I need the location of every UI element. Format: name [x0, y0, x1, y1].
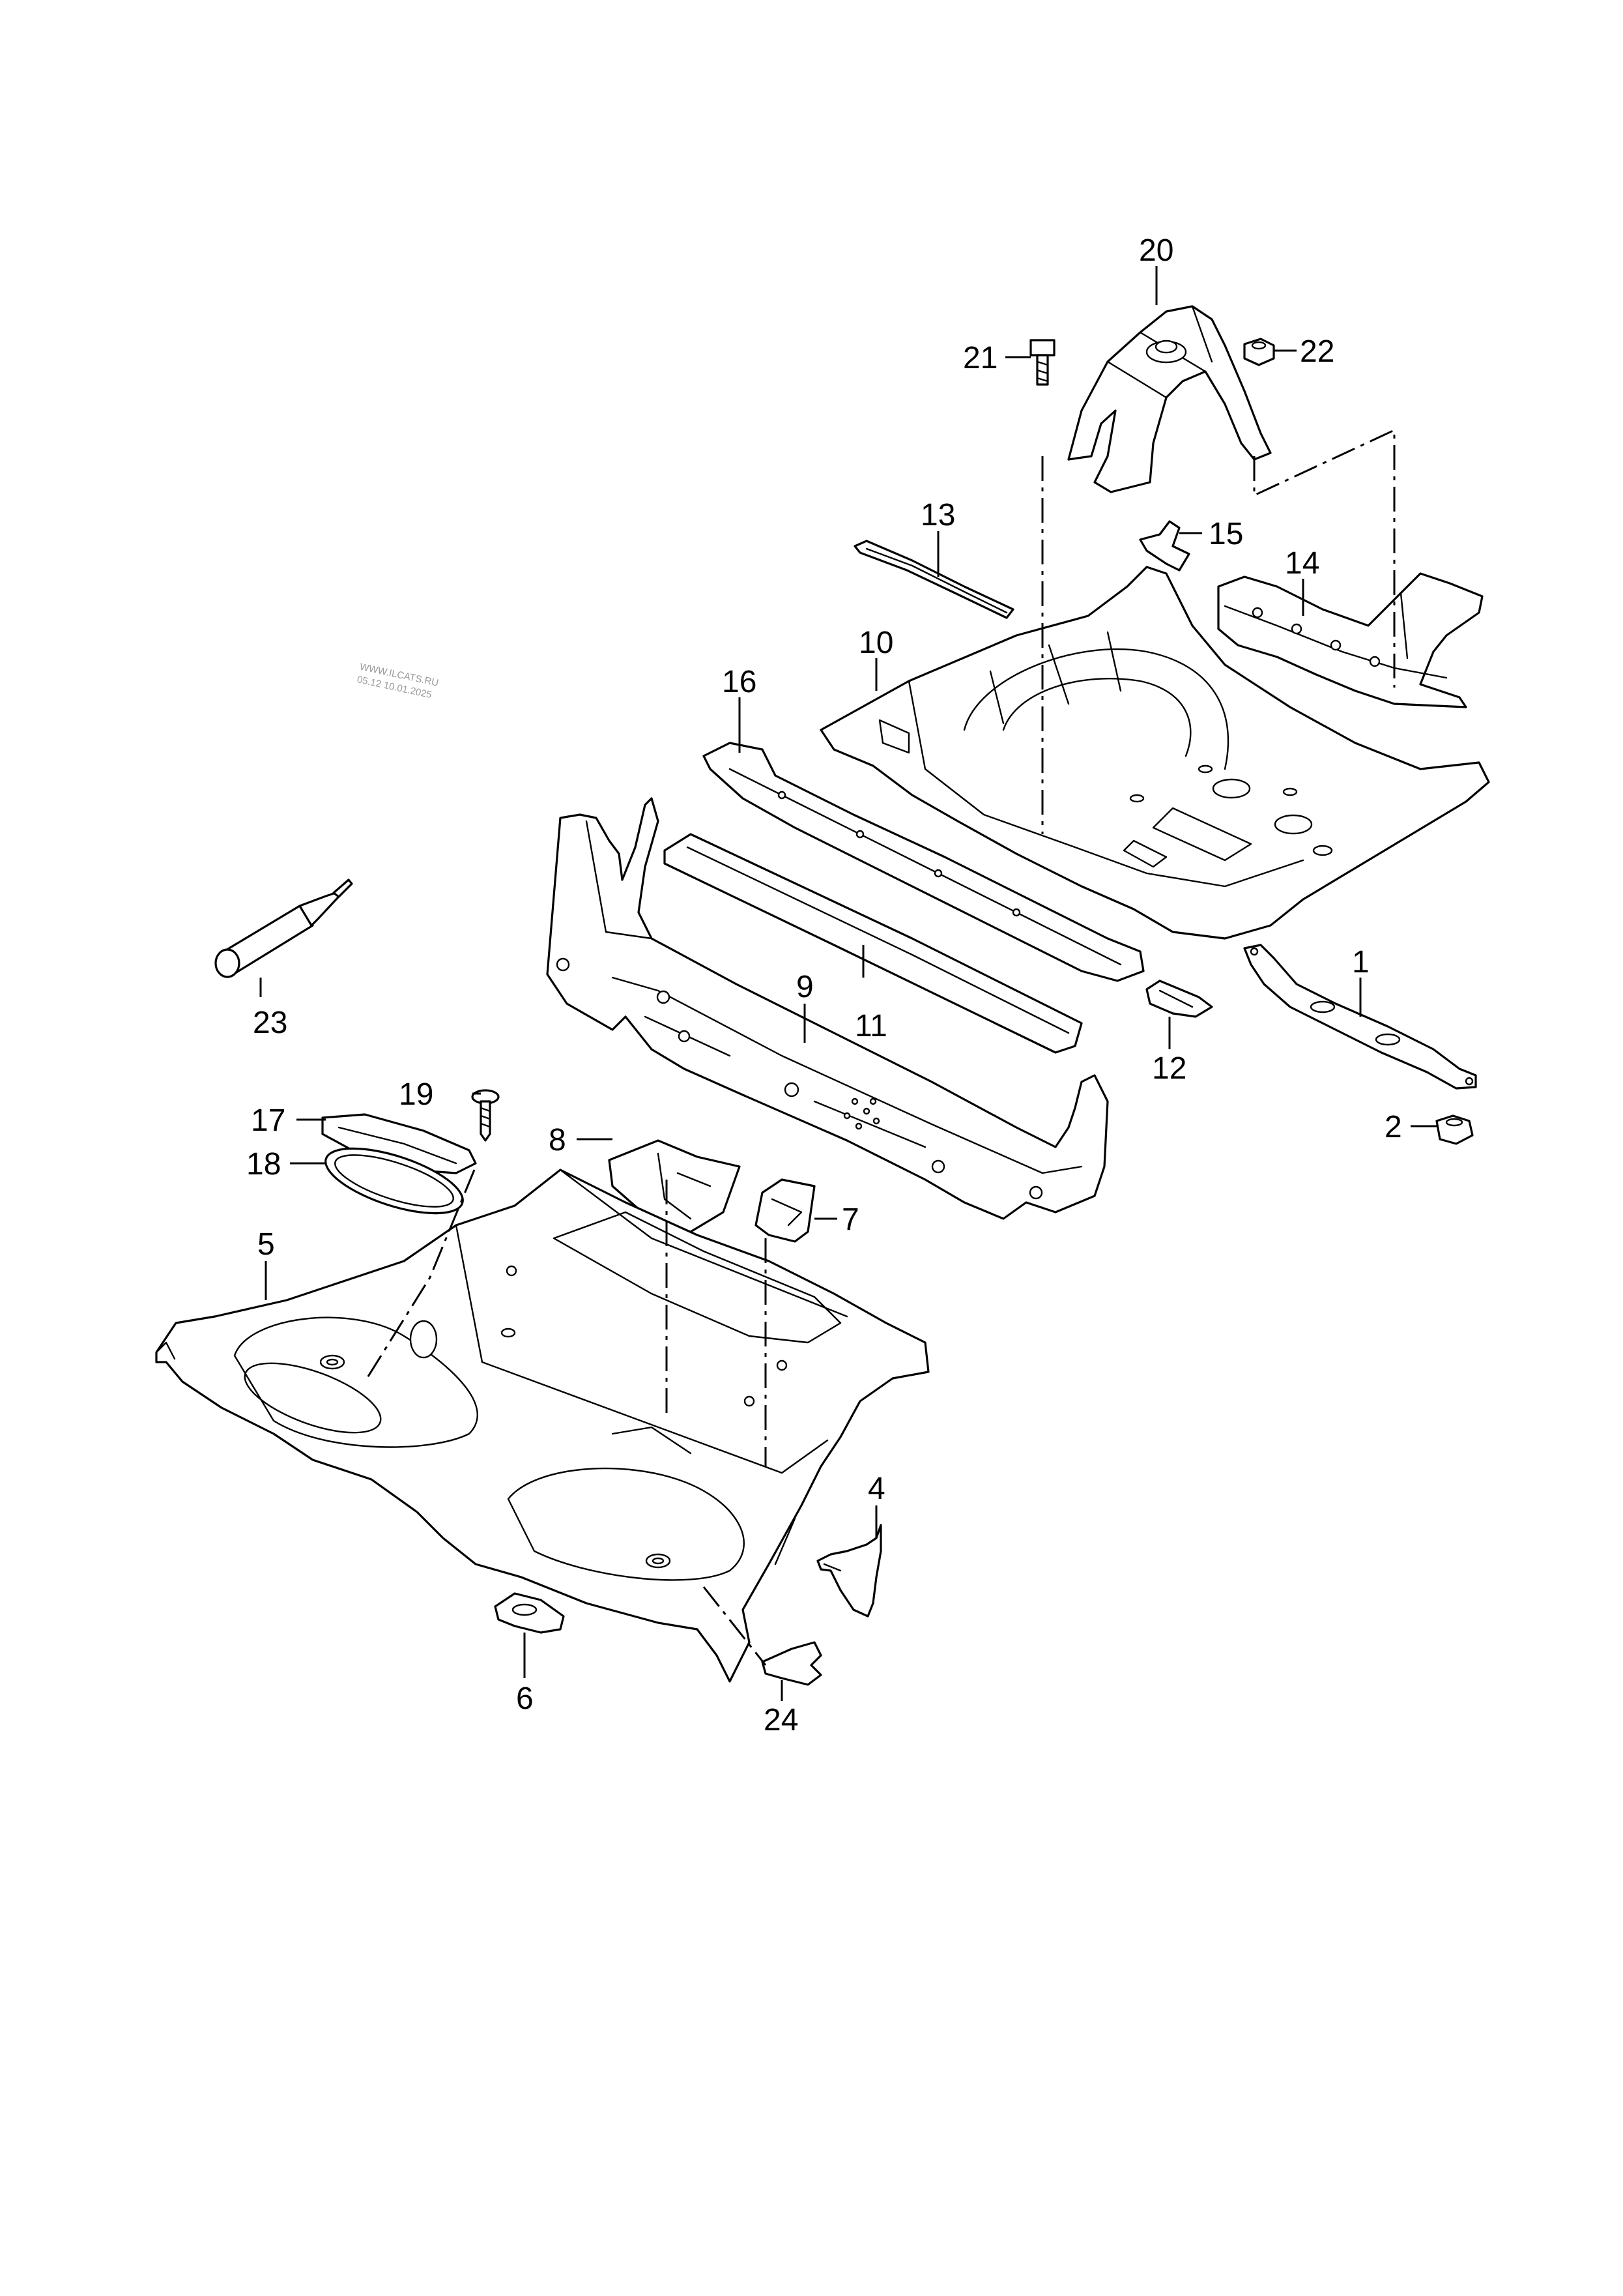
- part-19-screw[interactable]: [471, 1089, 500, 1142]
- part-23-sealant-tube[interactable]: [214, 879, 353, 978]
- callout-7[interactable]: 7: [842, 1202, 859, 1237]
- callout-21[interactable]: 21: [963, 341, 998, 375]
- part-18-seal-ring[interactable]: [319, 1135, 470, 1227]
- part-14-cross-member[interactable]: [1217, 572, 1484, 708]
- part-21-bolt[interactable]: [1029, 339, 1056, 386]
- callout-1[interactable]: 1: [1352, 945, 1370, 980]
- part-13-strip[interactable]: [854, 540, 1014, 619]
- callout-23[interactable]: 23: [253, 1006, 287, 1040]
- callout-5[interactable]: 5: [257, 1227, 275, 1262]
- callout-13[interactable]: 13: [921, 498, 955, 532]
- callout-20[interactable]: 20: [1139, 233, 1173, 268]
- callout-8[interactable]: 8: [549, 1123, 566, 1157]
- part-17-cover-plate[interactable]: [321, 1113, 477, 1174]
- callout-17[interactable]: 17: [251, 1103, 285, 1138]
- callout-2[interactable]: 2: [1385, 1110, 1402, 1144]
- callout-12[interactable]: 12: [1152, 1051, 1186, 1086]
- callout-labels: 20 21 22 13 15 14 10 16 11 9 1 12 2 23 1…: [246, 233, 1402, 1737]
- part-16-reinforcement[interactable]: [702, 742, 1145, 982]
- part-6-bracket[interactable]: [494, 1592, 565, 1634]
- assembly-line: [364, 1169, 476, 1382]
- part-9-rear-panel[interactable]: [546, 797, 1109, 1220]
- assembly-line: [1253, 428, 1396, 688]
- assembly-lines: [364, 428, 1396, 1666]
- callout-14[interactable]: 14: [1285, 546, 1319, 581]
- part-20-bracket[interactable]: [1067, 305, 1272, 493]
- part-5-floor-pan[interactable]: [155, 1169, 930, 1683]
- part-15-clip[interactable]: [1139, 520, 1190, 572]
- part-4-bracket[interactable]: [816, 1524, 882, 1618]
- callout-22[interactable]: 22: [1300, 334, 1334, 369]
- leader-lines: [259, 266, 1437, 1701]
- part-12-bracket[interactable]: [1145, 980, 1213, 1018]
- callout-9[interactable]: 9: [796, 970, 814, 1004]
- part-10-rear-floor-pan[interactable]: [820, 566, 1490, 940]
- callout-6[interactable]: 6: [516, 1681, 534, 1716]
- callout-19[interactable]: 19: [399, 1077, 433, 1112]
- part-2-nut[interactable]: [1435, 1114, 1474, 1145]
- watermark: WWW.ILCATS.RU 05.12 10.01.2025: [356, 661, 439, 701]
- callout-4[interactable]: 4: [868, 1472, 885, 1506]
- callout-18[interactable]: 18: [246, 1147, 281, 1182]
- callout-15[interactable]: 15: [1209, 517, 1243, 551]
- callout-10[interactable]: 10: [859, 626, 893, 660]
- part-11-panel[interactable]: [663, 833, 1083, 1054]
- callout-11[interactable]: 11: [855, 1009, 887, 1043]
- callout-24[interactable]: 24: [764, 1703, 798, 1737]
- part-22-nut[interactable]: [1243, 338, 1275, 366]
- callout-16[interactable]: 16: [722, 665, 756, 699]
- assembly-line: [702, 1586, 767, 1666]
- part-24-bracket[interactable]: [761, 1641, 822, 1686]
- part-7-bracket[interactable]: [754, 1178, 816, 1243]
